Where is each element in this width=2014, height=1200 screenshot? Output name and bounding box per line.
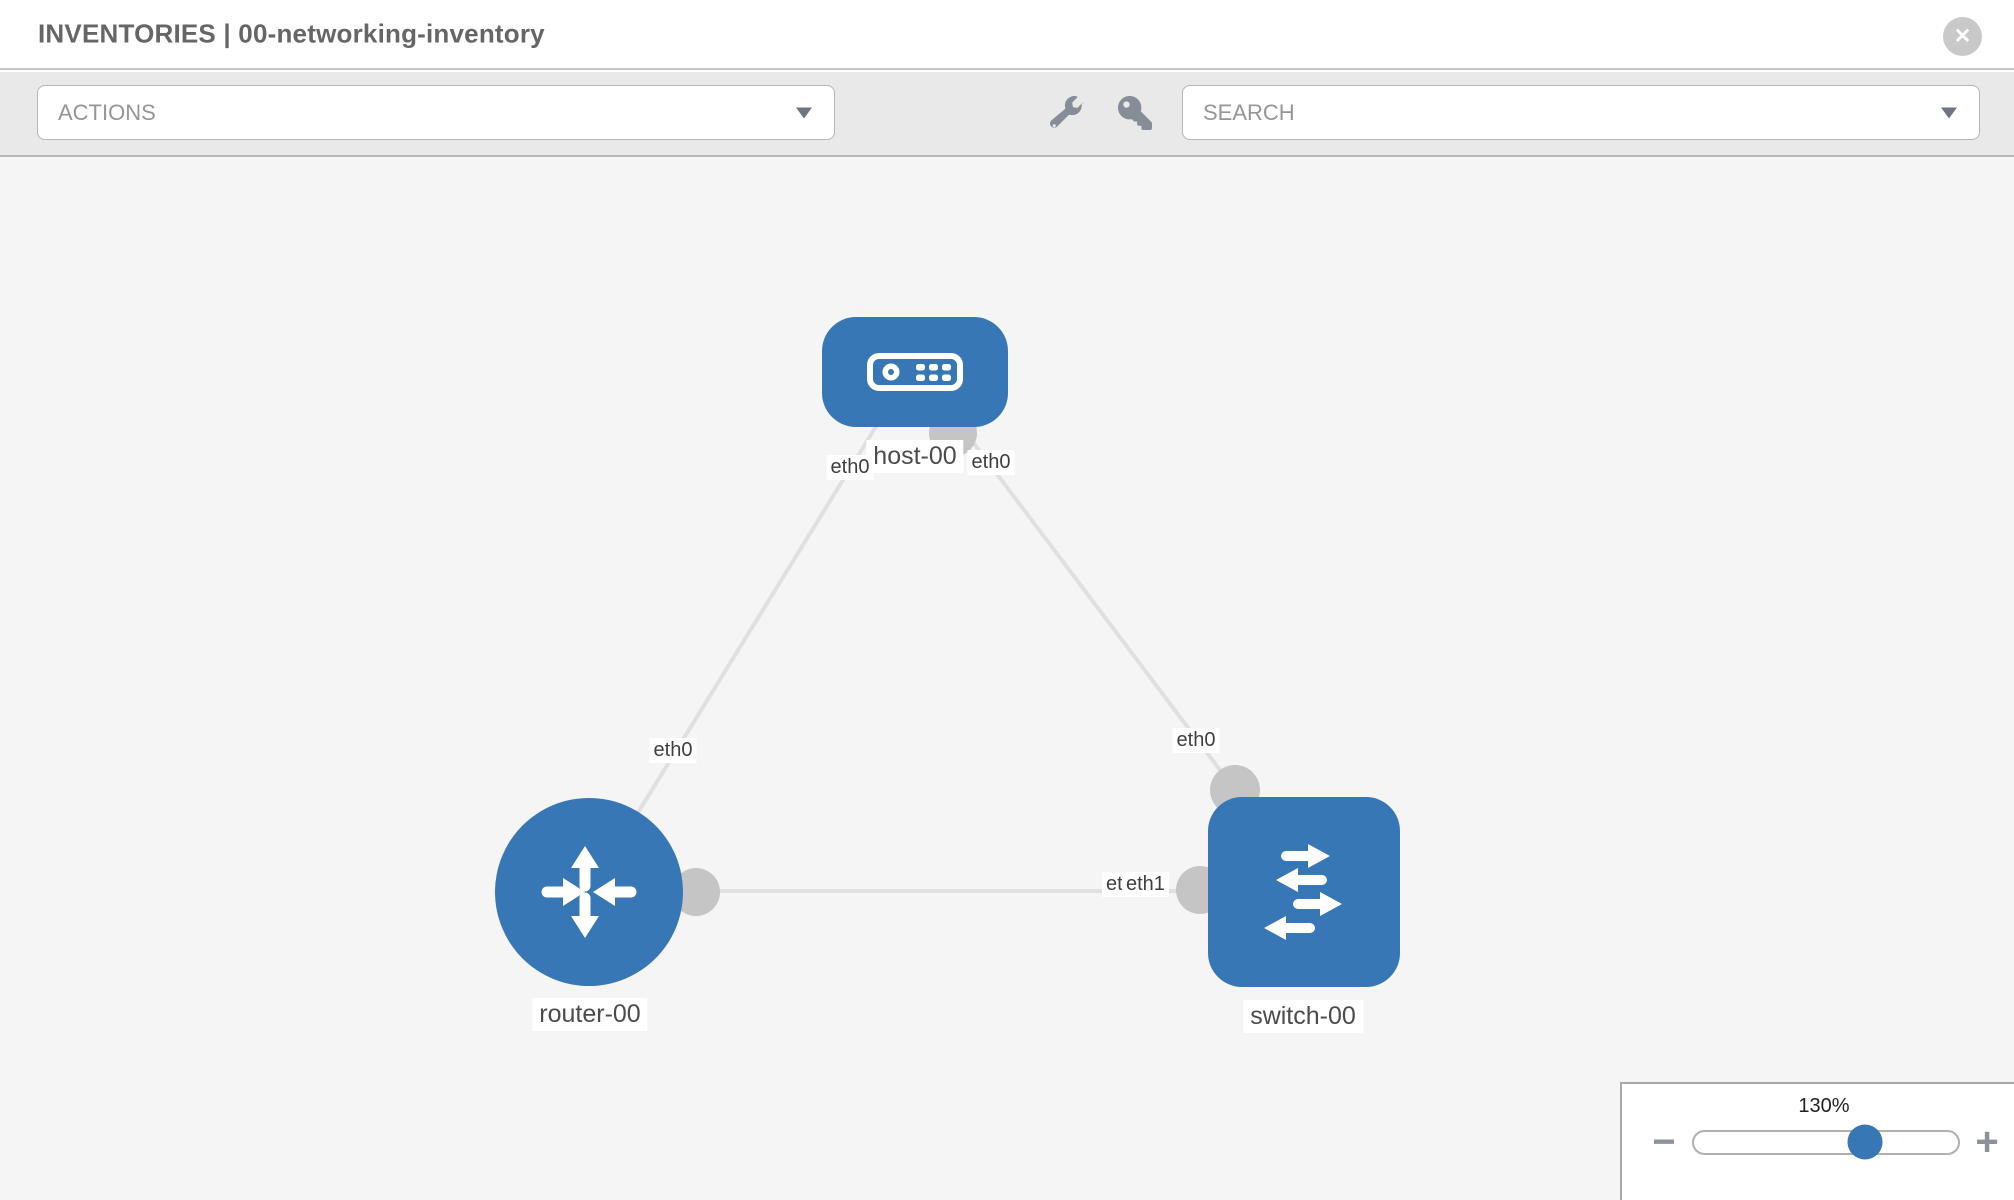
host-icon [867,353,963,391]
toolbar: ACTIONS SEARCH [0,72,2014,157]
actions-dropdown[interactable]: ACTIONS [37,85,835,140]
page-title: INVENTORIES | 00-networking-inventory [38,18,545,49]
search-placeholder: SEARCH [1203,99,1295,125]
zoom-level-value: 130% [1798,1095,1850,1117]
node-label-router: router-00 [532,998,648,1031]
zoom-in-button[interactable]: + [1975,1122,1998,1162]
close-icon: ✕ [1953,25,1972,48]
topology-links-layer [587,409,1260,916]
minus-icon: − [1652,1120,1676,1164]
zoom-out-button[interactable]: − [1652,1122,1675,1162]
switch-icon [1264,844,1342,940]
iface-label-switch-uplink: eth0 [1172,728,1220,753]
node-router-00[interactable] [495,798,683,986]
zoom-control-panel: 130% − + [1620,1082,2014,1200]
actions-dropdown-label: ACTIONS [58,99,156,125]
zoom-slider-track[interactable] [1692,1130,1960,1155]
interface-connector-router[interactable] [672,868,720,916]
wrench-icon [1049,96,1084,128]
iface-label-host-left: eth0 [826,455,874,480]
key-icon [1118,96,1152,130]
iface-label-router-uplink: eth0 [649,738,697,763]
key-button[interactable] [1118,96,1152,130]
router-icon [541,846,637,938]
topology-canvas[interactable]: host-00 router-00 switch-00 eth0 eth0 et… [0,157,2014,1200]
node-label-switch: switch-00 [1243,1000,1363,1033]
caret-down-icon [796,107,812,118]
wrench-button[interactable] [1049,96,1084,130]
node-switch-00[interactable] [1208,797,1400,987]
iface-label-mid-eth1: eth1 [1122,872,1169,897]
caret-down-icon [1941,107,1957,118]
search-dropdown[interactable]: SEARCH [1182,85,1980,140]
close-button[interactable]: ✕ [1943,17,1982,56]
plus-icon: + [1975,1120,1999,1164]
header-bar: INVENTORIES | 00-networking-inventory ✕ [0,0,2014,70]
iface-label-host-right: eth0 [967,450,1015,475]
node-label-host: host-00 [866,440,964,473]
zoom-slider-handle[interactable] [1847,1124,1883,1160]
node-host-00[interactable] [822,317,1008,427]
